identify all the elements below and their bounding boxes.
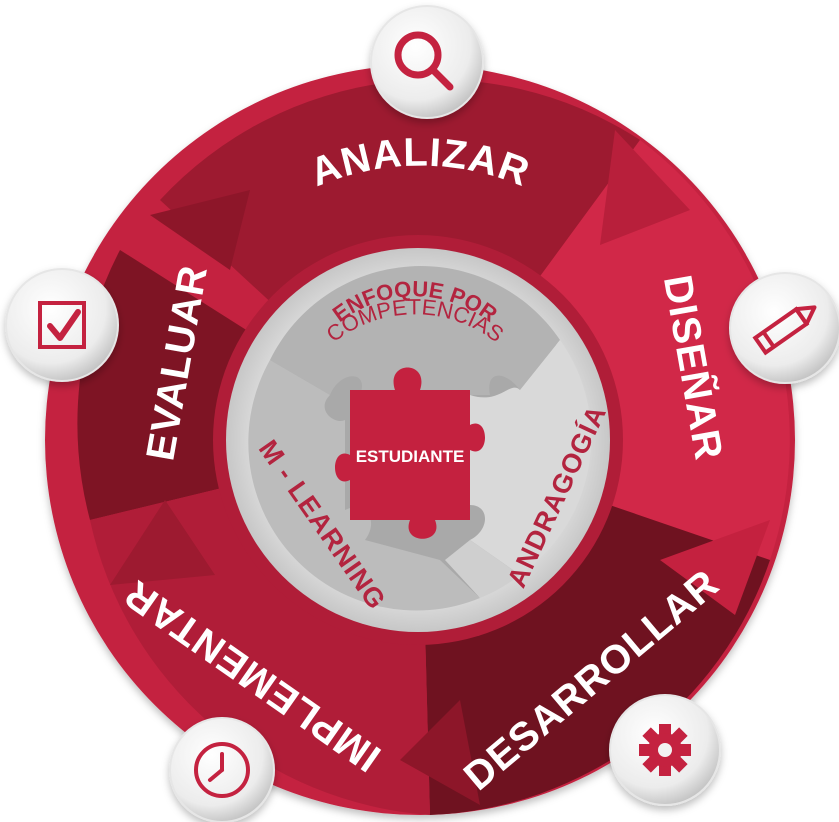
puzzle-piece-bottom-right xyxy=(445,540,520,598)
puzzle-piece-left xyxy=(248,360,480,611)
clock-icon-bubble[interactable] xyxy=(169,717,275,822)
search-icon xyxy=(394,31,454,91)
pencil-icon-bubble[interactable] xyxy=(729,272,839,384)
clock-icon xyxy=(194,742,250,798)
checkbox-icon-bubble[interactable] xyxy=(5,268,119,382)
checkbox-icon xyxy=(38,301,86,349)
gear-icon xyxy=(639,724,691,776)
arrow-implement xyxy=(110,500,215,585)
arrow-develop xyxy=(400,700,480,805)
center-label: ESTUDIANTE xyxy=(356,447,465,466)
center-piece xyxy=(335,367,485,539)
gear-icon-bubble[interactable] xyxy=(609,694,721,806)
puzzle-piece-right xyxy=(470,340,592,575)
arrow-analyze xyxy=(600,130,690,245)
pencil-icon xyxy=(752,305,817,356)
search-icon-bubble[interactable] xyxy=(370,5,484,119)
arrow-evaluate xyxy=(150,190,250,270)
arrow-design xyxy=(660,520,770,615)
puzzle-piece-top xyxy=(270,266,560,395)
